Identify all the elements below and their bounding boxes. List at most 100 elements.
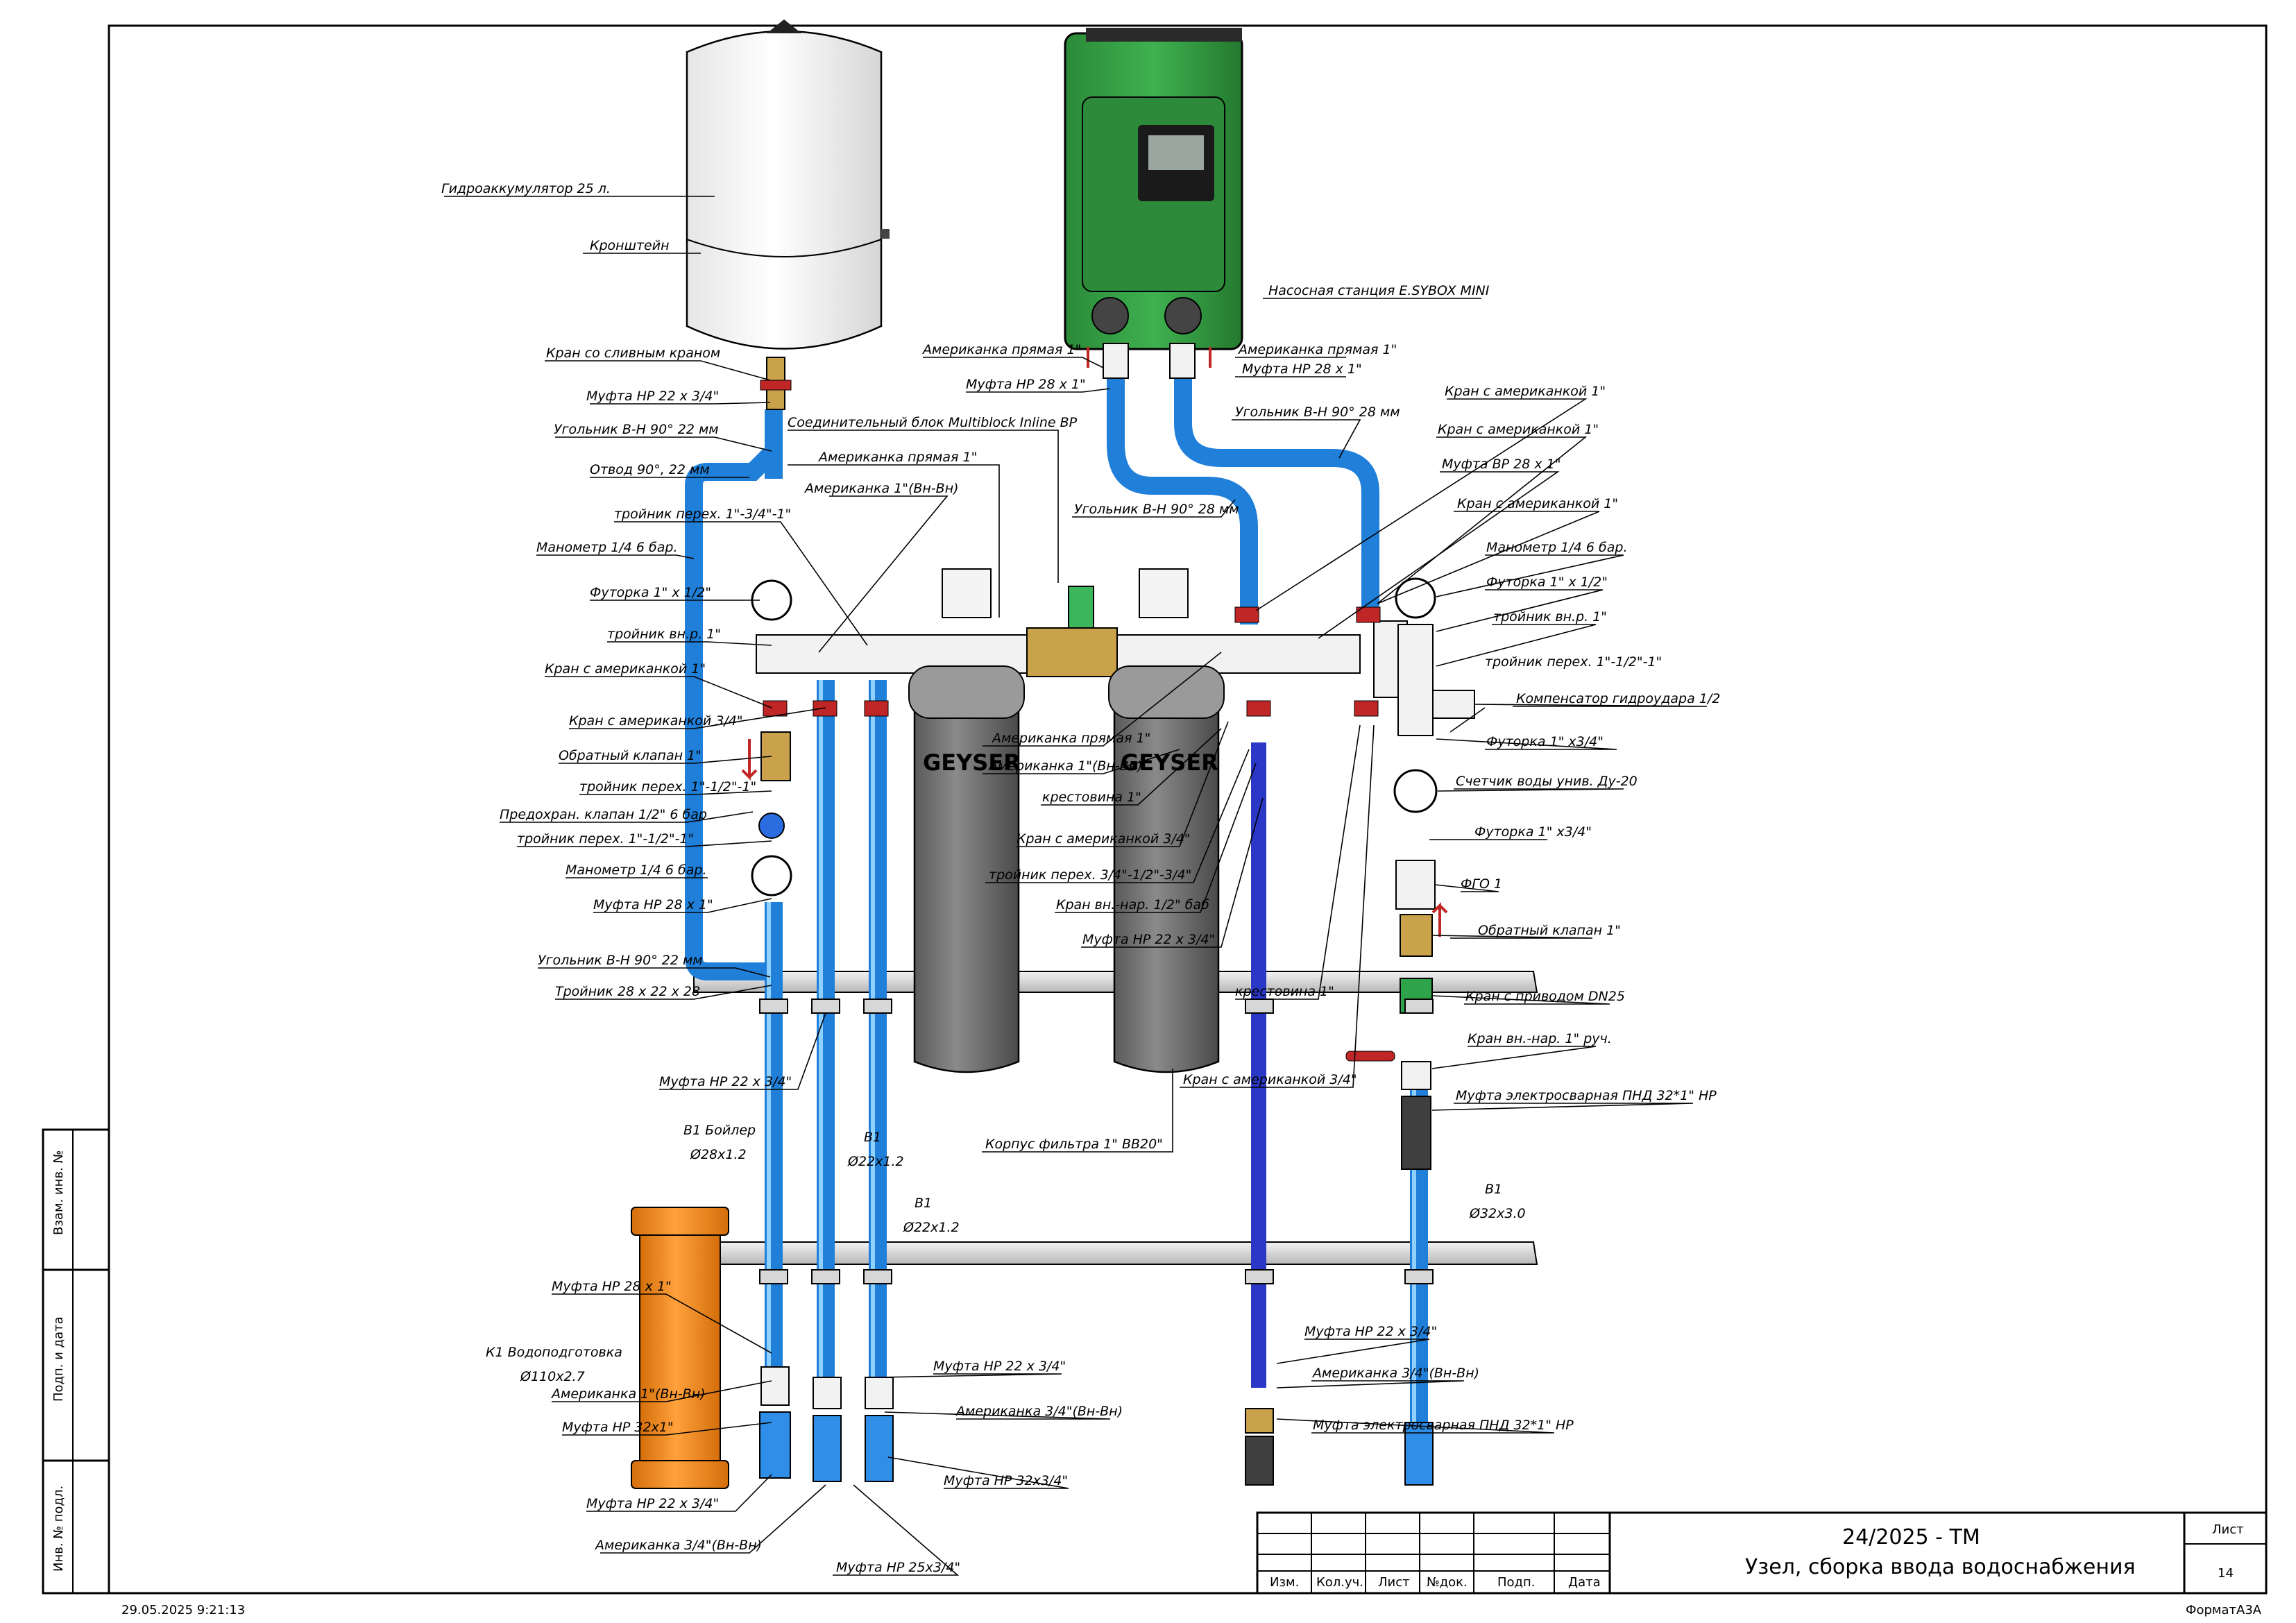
leader-lines xyxy=(444,196,1708,1576)
label-b1-a: В1 xyxy=(864,1130,881,1145)
filter-housing-1: GEYSER xyxy=(908,568,1025,1073)
label-coupling-pump-r: Муфта НР 28 х 1" xyxy=(1242,362,1362,377)
label-tee-inner-right: тройник вн.р. 1" xyxy=(1493,609,1607,624)
label-valve-union-r1: Кран с американкой 1" xyxy=(1445,384,1606,399)
filter-brand-1: GEYSER xyxy=(923,749,1021,776)
label-safety-valve: Предохран. клапан 1/2" 6 бар xyxy=(500,807,707,822)
label-coupling-32-34: Муфта НР 32х3/4" xyxy=(944,1473,1068,1488)
tb-col-kolich: Кол.уч. xyxy=(1316,1575,1363,1590)
label-coupling-right-bottom: Муфта НР 22 х 3/4" xyxy=(1304,1324,1437,1339)
label-valve-union-34-right: Кран с американкой 3/4" xyxy=(1183,1072,1357,1087)
label-b1-main: В1 xyxy=(1485,1182,1502,1197)
pump-station-esybox xyxy=(1064,28,1243,379)
label-coupling-32-1: Муфта НР 32х1" xyxy=(562,1420,674,1435)
label-electrofusion-top: Муфта электросварная ПНД 32*1" НР xyxy=(1456,1088,1717,1103)
label-valve-union-r2: Кран с американкой 1" xyxy=(1438,422,1599,437)
label-hammer-comp: Компенсатор гидроудара 1/2 xyxy=(1516,691,1720,706)
label-cross-1: крестовина 1" xyxy=(1042,790,1141,805)
label-valve-union-34-left: Кран с американкой 3/4" xyxy=(569,713,743,729)
label-drain-valve: Кран со сливным краном xyxy=(546,346,720,361)
pressure-gauges xyxy=(751,577,1436,897)
label-coupling-mid: Муфта НР 22 х 3/4" xyxy=(659,1074,792,1089)
tb-col-izm: Изм. xyxy=(1270,1575,1299,1590)
label-union-1-bottom: Американка 1"(Вн-Вн) xyxy=(550,1386,706,1402)
label-coupling-28-left: Муфта НР 28 х 1" xyxy=(593,897,713,912)
footer-timestamp: 29.05.2025 9:21:13 xyxy=(121,1603,245,1617)
tb-col-podp: Подп. xyxy=(1497,1575,1535,1590)
label-coupling-right-mid: Муфта НР 22 х 3/4" xyxy=(1082,932,1215,947)
label-coupling-pump-l: Муфта НР 28 х 1" xyxy=(966,377,1086,392)
label-tee-b: тройник перех. 1"-1/2"-1" xyxy=(517,831,694,847)
label-multiblock: Соединительный блок Multiblock Inline BP xyxy=(788,415,1078,430)
label-coupling-vr: Муфта ВР 28 х 1" xyxy=(1442,457,1561,472)
label-fgo: ФГО 1 xyxy=(1461,876,1502,892)
label-valve-union-r3: Кран с американкой 1" xyxy=(1457,496,1618,511)
label-check-valve-left: Обратный клапан 1" xyxy=(559,748,701,763)
label-elbow-28-right: Угольник В-Н 90° 28 мм xyxy=(1235,405,1400,420)
right-column-fittings xyxy=(1345,624,1475,1170)
tb-code: 24/2025 - ТМ xyxy=(1842,1525,1980,1549)
label-check-valve-right: Обратный клапан 1" xyxy=(1478,923,1621,938)
label-union-34-right-bottom: Американка 3/4"(Вн-Вн) xyxy=(1311,1366,1479,1381)
label-tee-right: тройник перех. 1"-1/2"-1" xyxy=(1485,654,1662,670)
sewer-pipe-k1 xyxy=(631,1207,729,1489)
label-accumulator: Гидроаккумулятор 25 л. xyxy=(441,181,611,196)
side-stamp: Взам. инв. № Подп. и дата Инв. № подл. xyxy=(42,1128,110,1595)
label-bend: Отвод 90°, 22 мм xyxy=(590,462,710,477)
label-coupling-top: Муфта НР 22 х 3/4" xyxy=(586,389,719,404)
filter-housing-2: GEYSER xyxy=(1108,568,1225,1073)
label-bracket: Кронштейн xyxy=(590,238,670,253)
label-coupling-25-34: Муфта НР 25х3/4" xyxy=(836,1560,960,1575)
tb-sheet-label: Лист xyxy=(2212,1522,2244,1537)
label-pump-station: Насосная станция E.SYBOX MINI xyxy=(1268,283,1490,298)
label-tee-1-34-1: тройник перех. 1"-3/4"-1" xyxy=(614,507,791,522)
hydro-accumulator xyxy=(686,19,890,410)
label-b1-main-size: Ø32х3.0 xyxy=(1469,1206,1526,1221)
label-k1: К1 Водоподготовка xyxy=(486,1345,622,1360)
label-b1-b: В1 xyxy=(915,1196,932,1211)
label-elbow-28-mid: Угольник В-Н 90° 28 мм xyxy=(1074,502,1239,517)
label-b1-a-size: Ø22х1.2 xyxy=(847,1154,904,1169)
label-bushing-1-34-b: Футорка 1" х3/4" xyxy=(1474,824,1592,840)
label-union-vnvn-mid: Американка 1"(Вн-Вн) xyxy=(987,758,1143,774)
label-elbow-top: Угольник В-Н 90° 22 мм xyxy=(554,422,719,437)
label-coupling-bottom-left: Муфта НР 22 х 3/4" xyxy=(586,1496,719,1511)
label-union-pump-l: Американка прямая 1" xyxy=(921,342,1081,357)
label-b1-b-size: Ø22х1.2 xyxy=(903,1220,960,1235)
label-coupling-bottom-mid: Муфта НР 22 х 3/4" xyxy=(933,1359,1066,1374)
label-union-pump-r: Американка прямая 1" xyxy=(1237,342,1397,357)
label-union-straight-mid: Американка прямая 1" xyxy=(991,731,1150,746)
label-elbow-bottom: Угольник В-Н 90° 22 мм xyxy=(538,953,703,968)
tb-col-ndok: №док. xyxy=(1427,1575,1468,1590)
pipe-network xyxy=(685,375,1428,1471)
drawing-frame xyxy=(108,24,2268,1595)
label-b1-boiler-size: Ø28х1.2 xyxy=(690,1147,747,1162)
label-valve-union-1-left: Кран с американкой 1" xyxy=(545,661,706,677)
label-b1-boiler: В1 Бойлер xyxy=(683,1123,756,1138)
footer-format: ФорматА3А xyxy=(2186,1603,2262,1617)
stamp-cell-2: Подп. и дата xyxy=(51,1316,66,1402)
label-valve-inner-outer: Кран вн.-нар. 1/2" баб xyxy=(1056,897,1209,912)
label-k1-size: Ø110х2.7 xyxy=(520,1369,585,1384)
stamp-cell-1: Взам. инв. № xyxy=(51,1150,66,1235)
label-coupling-28-bottom: Муфта НР 28 х 1" xyxy=(552,1279,672,1294)
label-bushing-1-34: Футорка 1" х3/4" xyxy=(1486,734,1604,749)
manifold-horizontal xyxy=(756,586,1408,698)
title-block: Изм. Кол.уч. Лист №док. Подп. Дата 24/20… xyxy=(1256,1511,2268,1595)
label-union-34-bottom-mid: Американка 3/4"(Вн-Вн) xyxy=(955,1404,1123,1419)
label-tee-a: тройник перех. 1"-1/2"-1" xyxy=(579,779,756,794)
label-union-34-bottom-left: Американка 3/4"(Вн-Вн) xyxy=(594,1538,762,1553)
label-tee-28-22-28: Тройник 28 х 22 х 28 xyxy=(555,984,700,999)
label-valve-drive: Кран с приводом DN25 xyxy=(1465,989,1625,1004)
label-union-vnvn-top: Американка 1"(Вн-Вн) xyxy=(803,481,959,496)
label-water-meter: Счетчик воды унив. Ду-20 xyxy=(1456,774,1638,789)
label-gauge-left-top: Манометр 1/4 6 бар. xyxy=(536,540,677,555)
label-gauge-left-bottom: Манометр 1/4 6 бар. xyxy=(566,863,706,878)
label-valve-manual: Кран вн.-нар. 1" руч. xyxy=(1468,1031,1612,1046)
tb-title: Узел, сборка ввода водоснабжения xyxy=(1745,1555,2136,1579)
label-valve-union-34-mid: Кран с американкой 3/4" xyxy=(1017,831,1191,847)
label-tee-34-12-34: тройник перех. 3/4"-1/2"-3/4" xyxy=(989,867,1191,883)
label-bushing-right: Футорка 1" х 1/2" xyxy=(1486,575,1608,590)
label-gauge-right: Манометр 1/4 6 бар. xyxy=(1486,540,1627,555)
